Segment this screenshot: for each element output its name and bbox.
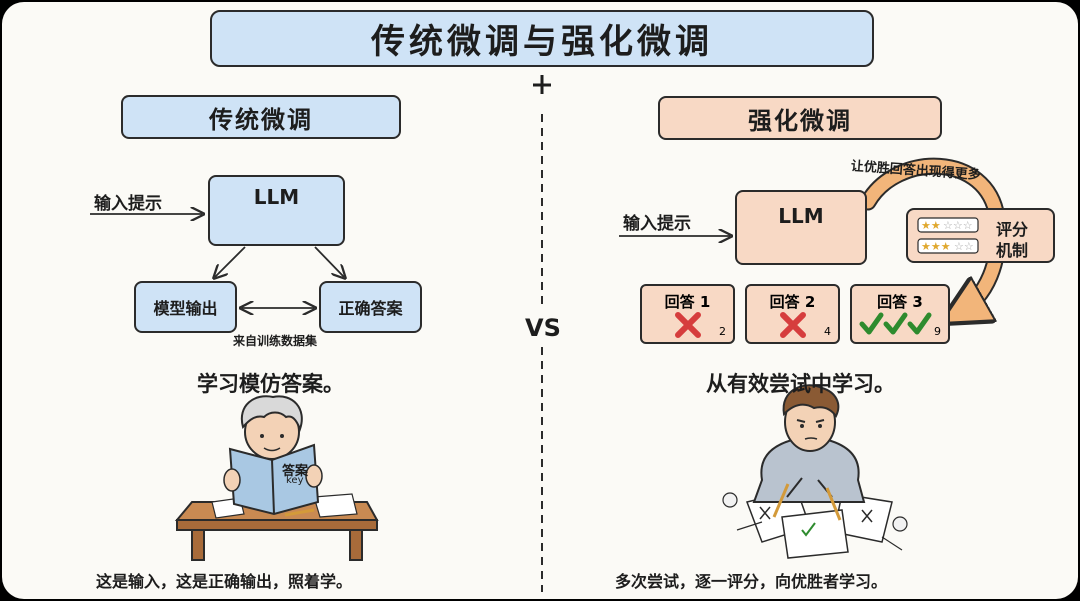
page-title: 传统微调与强化微调 bbox=[371, 22, 713, 62]
right-caption: 多次尝试，逐一评分，向优胜者学习。 bbox=[615, 572, 888, 591]
response-label: 回答 3 bbox=[877, 293, 923, 311]
student-reading-illustration bbox=[174, 395, 379, 561]
response-card-1: 回答 1 2 bbox=[640, 284, 735, 344]
wrong-icon bbox=[675, 312, 701, 338]
response-score: 9 bbox=[934, 325, 941, 338]
plus-icon bbox=[533, 75, 551, 94]
right-header: 强化微调 bbox=[748, 106, 852, 135]
feedback-arrow bbox=[861, 159, 1005, 314]
scoring-label-1: 评分 bbox=[996, 220, 1029, 239]
title-box: 传统微调与强化微调 bbox=[210, 10, 874, 67]
right-header-box: 强化微调 bbox=[658, 96, 942, 140]
correct-answer-label: 正确答案 bbox=[338, 299, 403, 318]
response-score: 2 bbox=[719, 325, 726, 338]
rating-stars-icon: ★★☆☆☆ ★★★☆☆ bbox=[917, 217, 979, 254]
left-llm-to-output-arrow bbox=[215, 246, 246, 277]
left-input-label: 输入提示 bbox=[94, 194, 162, 214]
response-card-2: 回答 2 4 bbox=[745, 284, 840, 344]
svg-text:★★: ★★ bbox=[921, 219, 941, 232]
book-text: 答案 bbox=[282, 464, 309, 479]
right-llm-box: LLM bbox=[735, 190, 867, 265]
student-writing-illustration bbox=[722, 384, 908, 559]
svg-text:☆☆☆: ☆☆☆ bbox=[943, 219, 973, 232]
model-output-box: 模型输出 bbox=[134, 281, 237, 333]
scoring-box: ★★☆☆☆ ★★★☆☆ 评分 机制 bbox=[906, 208, 1055, 263]
correct-answer-box: 正确答案 bbox=[319, 281, 422, 333]
svg-text:☆☆: ☆☆ bbox=[954, 240, 974, 253]
response-score: 4 bbox=[824, 325, 831, 338]
response-label: 回答 1 bbox=[664, 293, 711, 311]
right-input-label: 输入提示 bbox=[623, 214, 691, 234]
book-key: key bbox=[286, 475, 304, 486]
left-llm-to-answer-arrow bbox=[314, 246, 344, 277]
left-caption: 这是输入，这是正确输出，照着学。 bbox=[96, 572, 353, 591]
left-header: 传统微调 bbox=[209, 105, 313, 134]
wrong-icon bbox=[780, 312, 806, 338]
model-output-label: 模型输出 bbox=[153, 299, 218, 318]
left-llm-label: LLM bbox=[253, 185, 300, 209]
left-header-box: 传统微调 bbox=[121, 95, 401, 139]
right-llm-label: LLM bbox=[778, 204, 824, 228]
response-card-3: 回答 3 9 bbox=[850, 284, 950, 344]
vs-label: VS bbox=[525, 314, 561, 342]
scoring-label-2: 机制 bbox=[996, 241, 1029, 260]
right-summary: 从有效尝试中学习。 bbox=[706, 372, 895, 396]
response-label: 回答 2 bbox=[769, 293, 816, 311]
left-summary: 学习模仿答案。 bbox=[197, 372, 344, 396]
svg-text:★★★: ★★★ bbox=[921, 240, 951, 253]
check-icon bbox=[859, 312, 932, 335]
left-llm-box: LLM bbox=[208, 175, 345, 246]
source-note: 来自训练数据集 bbox=[233, 334, 318, 348]
